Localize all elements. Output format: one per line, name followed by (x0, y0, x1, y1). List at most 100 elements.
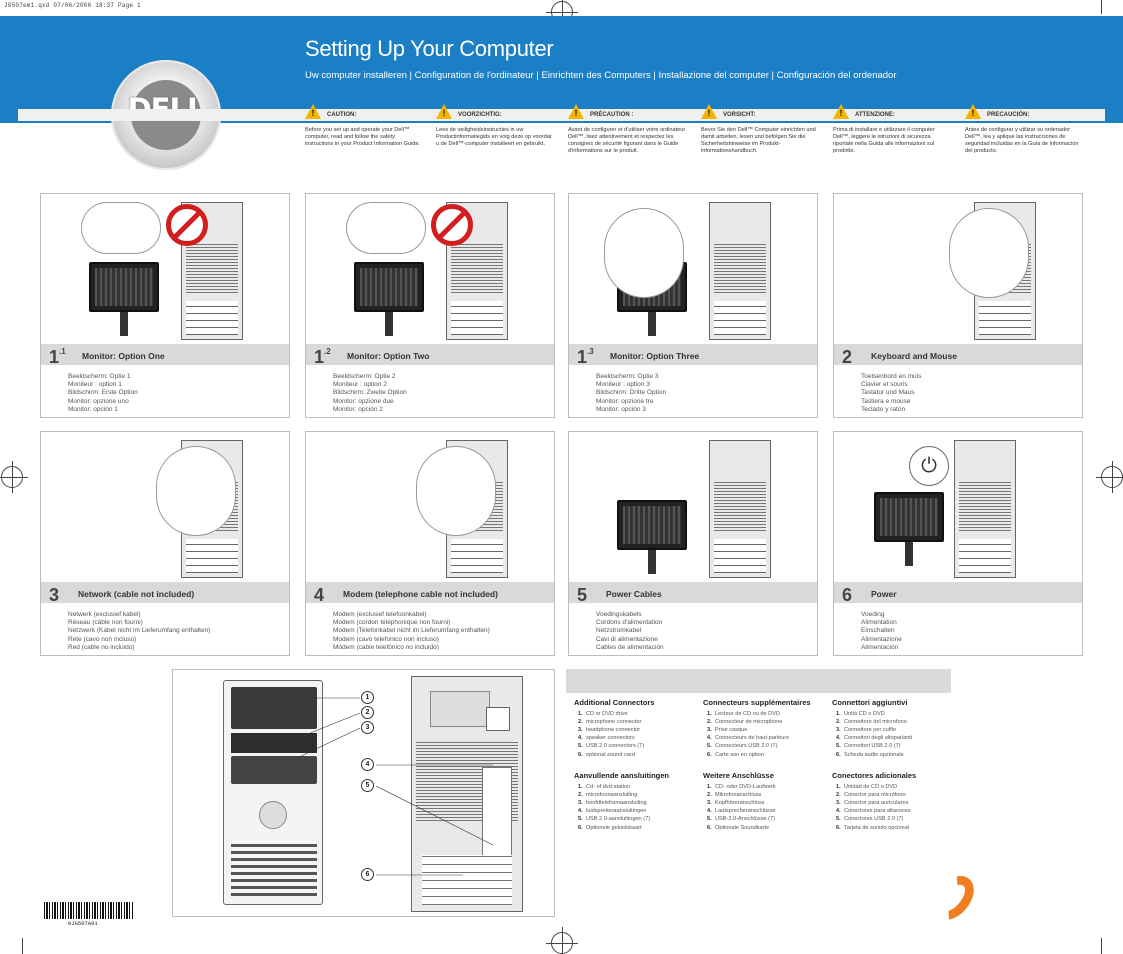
translation-line: Moniteur : option 1 (68, 381, 122, 389)
connector-zoom (416, 446, 496, 536)
step-translations: Netwerk (exclusief kabel)Réseau (câble n… (68, 611, 210, 652)
translation-line: Beeldscherm: Optie 1 (68, 373, 131, 380)
warning-mark: ! (311, 108, 315, 118)
step-number: 1.3 (577, 347, 594, 367)
step-title: Monitor: Option One (82, 351, 165, 361)
monitor-illustration (354, 262, 424, 312)
connector-item: 4.Connecteurs de haut-parleurs (707, 735, 790, 742)
page-title: Setting Up Your Computer (305, 36, 554, 61)
step-number: 1.2 (314, 347, 331, 367)
connector-heading: Connecteurs supplémentaires (703, 698, 811, 707)
caution-text: Prima di installare e utilizzare il comp… (833, 127, 935, 154)
caution-label: PRÉCAUTION : (590, 112, 634, 118)
print-slug: J0507em1.qxd 07/06/2006 18:37 Page 1 (4, 2, 141, 9)
translation-line: Monitor: opción 2 (333, 405, 383, 413)
monitor-illustration (874, 492, 944, 542)
callout-3: 3 (361, 721, 374, 734)
translation-line: Modem (cavo telefonico non incluso) (333, 635, 439, 643)
warning-mark: ! (442, 108, 446, 118)
caution-text: Antes de configurar y utilizar su ordena… (965, 127, 1079, 154)
monitor-illustration (89, 262, 159, 312)
connector-item: 3.Conector para auriculares (836, 800, 909, 807)
translation-line: Netwerk (exclusief kabel) (68, 611, 141, 618)
step-number: 5 (577, 585, 588, 605)
translation-line: Monitor: opción 1 (68, 405, 118, 413)
prohibited-icon (166, 204, 208, 246)
translation-line: Módem (cable telefónico no incluido) (333, 643, 439, 651)
monitor-stand (905, 542, 913, 566)
caution-text: Lees de veiligheidsinstructies in uw Pro… (436, 127, 552, 147)
callout-2: 2 (361, 706, 374, 719)
translation-line: Bildschirm: Zweite Option (333, 389, 407, 397)
connector-item: 4.Conectores para altavoces (836, 808, 911, 815)
translation-line: Teclado y ratón (861, 405, 906, 413)
connector-item: 3.Kopfhöreranschluss (707, 800, 765, 807)
translation-line: Monitor: opzione uno (68, 397, 129, 405)
connector-item: 2.Connettore del microfono (836, 719, 907, 726)
translation-line: Tastiera e mouse (861, 397, 911, 405)
connector-heading: Aanvullende aansluitingen (574, 771, 670, 780)
registration-mark-bottom (546, 927, 578, 954)
connector-item: 4.luidsprekeraansluitingen (578, 808, 647, 815)
step-translations: Modem (exclusief telefoonkabel)Modem (co… (333, 611, 490, 652)
connector-item: 1.Unidad de CD o DVD (836, 784, 898, 791)
step-number: 2 (842, 347, 853, 367)
translation-line: Clavier et souris (861, 381, 908, 389)
warning-mark: ! (574, 108, 578, 118)
translation-line: Modem (Telefonkabel nicht im Lieferumfan… (333, 627, 490, 635)
translation-line: Voeding (861, 611, 885, 618)
connector-item: 5.Connettori USB 2.0 (7) (836, 743, 901, 750)
connector-item: 1.Cd- of dvd-station (578, 784, 631, 791)
translation-line: Red (cable no incluido) (68, 643, 135, 651)
translation-line: Toetsenbord en muis (861, 373, 922, 380)
connector-column: Aanvullende aansluitingen 1.Cd- of dvd-st… (574, 771, 699, 832)
connector-zoom (604, 208, 684, 298)
computer-front-illustration (223, 680, 323, 905)
translation-line: Réseau (câble non fourni) (68, 619, 143, 627)
caution-text: Bevor Sie den Dell™ Computer einrichten … (701, 127, 816, 154)
step-header-bar (306, 582, 554, 603)
warning-mark: ! (707, 108, 711, 118)
computer-back-illustration (411, 676, 523, 912)
connector-heading: Connettori aggiuntivi (832, 698, 908, 707)
translation-line: Tastatur und Maus (861, 389, 915, 397)
translation-line: Cavi di alimentazione (596, 635, 658, 643)
translation-line: Alimentazione (861, 635, 902, 643)
callout-lines (292, 697, 494, 876)
callout-6: 6 (361, 868, 374, 881)
connector-item: 6.Optionele geluidskaart (578, 824, 642, 831)
translation-line: Beeldscherm: Optie 3 (596, 373, 659, 380)
step-number: 1.1 (49, 347, 66, 367)
computer-tower-illustration (954, 440, 1016, 578)
connector-item: 3.headphone connector (578, 727, 641, 734)
warning-icon (305, 104, 321, 119)
connector-item: 6.Tarjeta de sonido opcional (836, 824, 909, 831)
connector-zoom (81, 202, 161, 254)
monitor-stand (648, 312, 656, 336)
translation-line: Beeldscherm: Optie 2 (333, 373, 396, 380)
step-header-bar (41, 582, 289, 603)
translation-line: Modem (exclusief telefoonkabel) (333, 611, 427, 618)
connector-heading: Additional Connectors (574, 698, 655, 707)
connector-item: 6.Optionale Soundkarte (707, 824, 770, 831)
step-header-bar (834, 582, 1082, 603)
translation-line: Moniteur : option 3 (596, 381, 650, 389)
computer-tower-illustration (709, 440, 771, 578)
connector-item: 1.Lecteur de CD ou de DVD (707, 711, 780, 718)
translation-line: Monitor: opción 3 (596, 405, 646, 413)
connector-item: 5.Connecteurs USB 2.0 (7) (707, 743, 778, 750)
step-header-bar (569, 344, 817, 365)
barcode-text: 0JG507A01 (68, 920, 98, 927)
monitor-stand (385, 312, 393, 336)
connector-item: 5.USB 2.0-aansluitingen (7) (578, 816, 651, 823)
